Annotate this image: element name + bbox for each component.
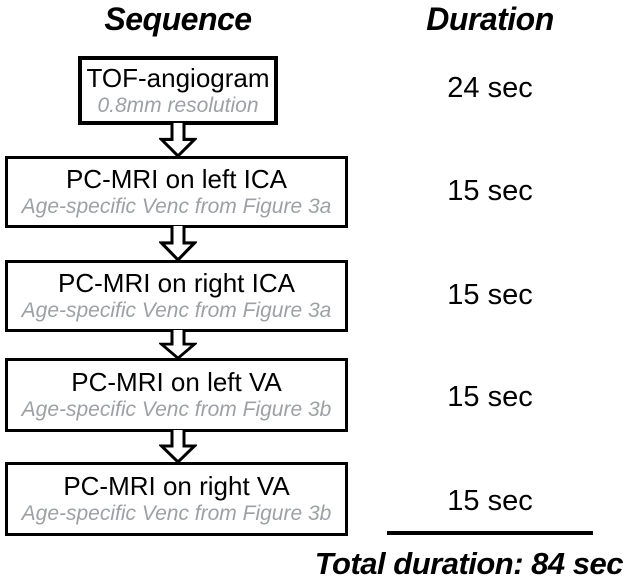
down-arrow-icon xyxy=(159,226,197,262)
step-duration: 24 sec xyxy=(447,72,533,104)
down-arrow-icon xyxy=(159,330,197,360)
step-title: TOF-angiogram xyxy=(86,62,270,93)
step-subtitle: Age-specific Venc from Figure 3b xyxy=(21,398,332,421)
flow-step-pcmri-right-ica: PC-MRI on right ICA Age-specific Venc fr… xyxy=(5,260,348,332)
step-subtitle: 0.8mm resolution xyxy=(97,93,259,117)
flow-step-tof-angiogram: TOF-angiogram 0.8mm resolution xyxy=(78,56,278,125)
step-duration: 15 sec xyxy=(447,279,533,311)
step-duration: 15 sec xyxy=(447,485,533,517)
step-title: PC-MRI on right VA xyxy=(63,471,290,501)
step-title: PC-MRI on left ICA xyxy=(65,164,288,194)
total-duration-label: Total duration: 84 sec xyxy=(314,546,624,581)
duration-column-header: Duration xyxy=(426,1,554,37)
step-subtitle: Age-specific Venc from Figure 3a xyxy=(21,195,332,218)
flow-step-pcmri-left-ica: PC-MRI on left ICA Age-specific Venc fro… xyxy=(5,156,348,228)
flow-step-pcmri-right-va: PC-MRI on right VA Age-specific Venc fro… xyxy=(5,462,348,536)
step-subtitle: Age-specific Venc from Figure 3b xyxy=(21,502,332,525)
sequence-column-header: Sequence xyxy=(104,1,252,37)
flow-step-pcmri-left-va: PC-MRI on left VA Age-specific Venc from… xyxy=(5,358,348,432)
step-duration: 15 sec xyxy=(447,381,533,413)
step-subtitle: Age-specific Venc from Figure 3a xyxy=(21,299,332,322)
down-arrow-icon xyxy=(159,430,197,464)
step-title: PC-MRI on left VA xyxy=(71,367,282,397)
down-arrow-icon xyxy=(159,123,197,158)
step-duration: 15 sec xyxy=(447,175,533,207)
sum-divider-line xyxy=(387,531,593,535)
step-title: PC-MRI on right ICA xyxy=(58,268,295,298)
